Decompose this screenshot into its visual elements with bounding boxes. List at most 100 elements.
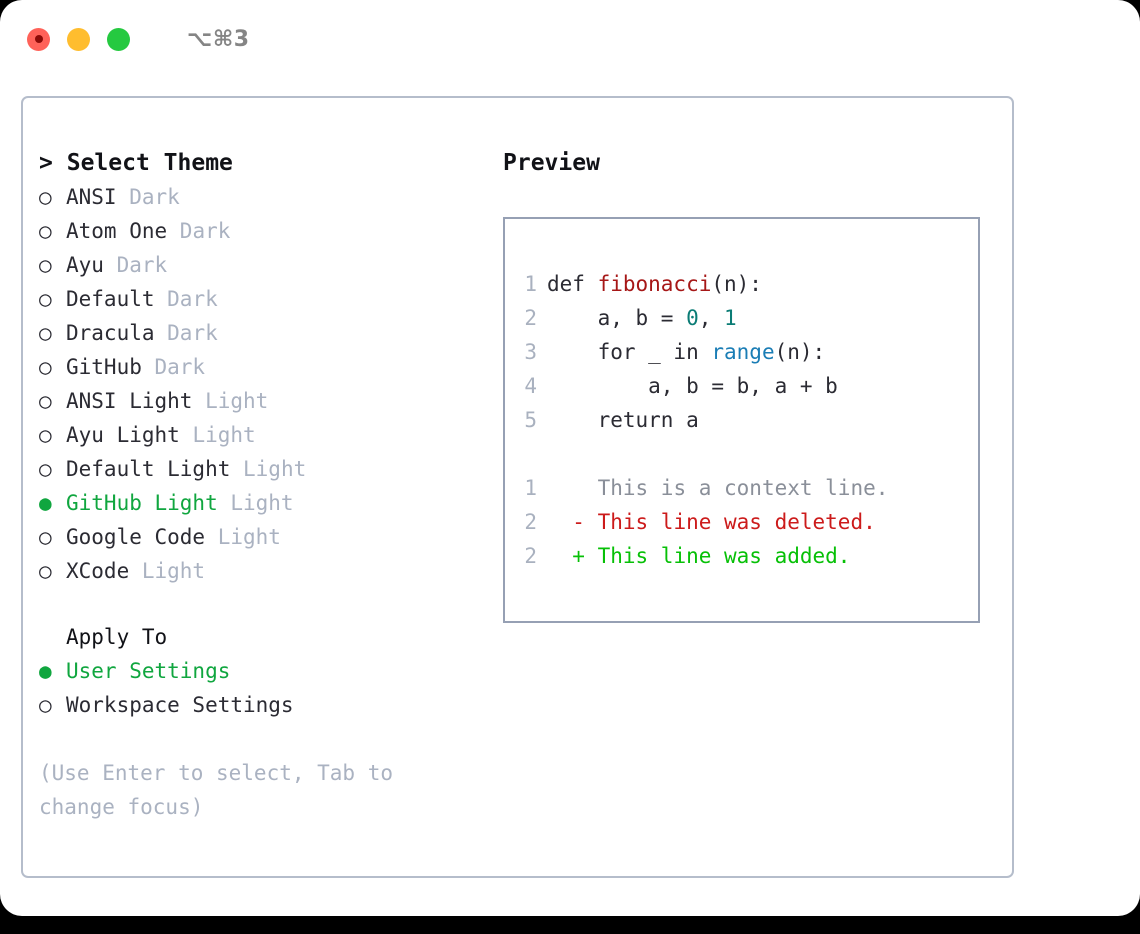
code-line: 3 for _ in range(n): — [505, 335, 978, 369]
diff-line-text: This is a context line. — [584, 476, 889, 500]
line-number: 2 — [524, 306, 537, 330]
theme-option-category: Dark — [116, 185, 180, 209]
radio-unselected-icon: ○ — [39, 185, 52, 209]
code-token: for _ in — [547, 340, 712, 364]
theme-option-ayu[interactable]: ○Ayu Dark — [39, 248, 503, 282]
code-line: 2 a, b = 0, 1 — [505, 301, 978, 335]
radio-unselected-icon: ○ — [39, 321, 52, 345]
select-theme-title: Select Theme — [66, 150, 233, 176]
radio-unselected-icon: ○ — [39, 355, 52, 379]
line-number: 5 — [524, 408, 537, 432]
radio-unselected-icon: ○ — [39, 525, 52, 549]
theme-option-atom-one[interactable]: ○Atom One Dark — [39, 214, 503, 248]
theme-option-label: ANSI Light — [66, 389, 193, 413]
traffic-lights — [27, 27, 130, 51]
code-token: , — [698, 306, 725, 330]
theme-option-ansi[interactable]: ○ ANSI Dark — [39, 180, 503, 214]
line-number: 2 — [524, 544, 537, 568]
code-line: 5 return a — [505, 403, 978, 437]
theme-option-label: Atom One — [66, 219, 168, 243]
diff-line-del: 2 - This line was deleted. — [505, 505, 978, 539]
theme-option-default-light[interactable]: ○ Default Light Light — [39, 452, 503, 486]
diff-line-text: This line was added. — [584, 544, 851, 568]
theme-option-google-code[interactable]: ○Google Code Light — [39, 520, 503, 554]
diff-marker: - — [547, 510, 585, 534]
radio-unselected-icon: ○ — [39, 219, 52, 243]
code-token: fibonacci — [597, 272, 712, 296]
radio-unselected-icon: ○ — [39, 693, 52, 717]
theme-option-category: Light — [217, 491, 294, 515]
theme-option-label: GitHub Light — [66, 491, 218, 515]
caret-icon: > — [39, 150, 53, 176]
apply-to-option-label: User Settings — [66, 659, 231, 683]
code-token: (n): — [711, 272, 762, 296]
line-number: 3 — [524, 340, 537, 364]
help-text: (Use Enter to select, Tab to change focu… — [39, 761, 394, 819]
code-line-content: def fibonacci(n): — [547, 267, 762, 301]
maximize-window-button[interactable] — [107, 27, 130, 51]
radio-unselected-icon: ○ — [39, 389, 52, 413]
spacer — [505, 437, 978, 471]
preview-heading: Preview — [503, 150, 600, 176]
theme-option-ayu-light[interactable]: ○ Ayu Light Light — [39, 418, 503, 452]
radio-unselected-icon: ○ — [39, 423, 52, 447]
line-number: 4 — [524, 374, 537, 398]
code-line-content: a, b = b, a + b — [547, 369, 838, 403]
theme-option-label: Default — [66, 287, 155, 311]
theme-list: ○ANSI Dark○Atom One Dark○Ayu Dark○Defaul… — [39, 180, 503, 588]
theme-option-category: Light — [179, 423, 256, 447]
close-window-button[interactable] — [27, 27, 50, 51]
theme-option-category: Dark — [103, 253, 168, 277]
code-line-content: return a — [547, 403, 699, 437]
minimize-window-button[interactable] — [67, 27, 90, 51]
code-line: 4 a, b = b, a + b — [505, 369, 978, 403]
radio-unselected-icon: ○ — [39, 457, 52, 481]
keyboard-shortcut-label: ⌥⌘3 — [187, 26, 250, 52]
code-token: return a — [547, 408, 699, 432]
theme-option-default[interactable]: ○ Default Dark — [39, 282, 503, 316]
radio-selected-icon: ● — [39, 659, 52, 683]
code-token: a, b = b, a + b — [547, 374, 838, 398]
theme-option-dracula[interactable]: ○Dracula Dark — [39, 316, 503, 350]
apply-to-list: ● User Settings ○ Workspace Settings — [39, 654, 503, 722]
theme-option-github[interactable]: ○GitHub Dark — [39, 350, 503, 384]
radio-unselected-icon: ○ — [39, 287, 52, 311]
code-token: 0 — [686, 306, 699, 330]
code-token: (n): — [774, 340, 826, 364]
dialog-panel: > Select Theme ○ANSI Dark○Atom One Dark○… — [21, 96, 1014, 878]
code-token: def — [547, 272, 598, 296]
line-number: 2 — [524, 510, 537, 534]
theme-option-label: XCode — [66, 559, 130, 583]
apply-to-option-user-settings[interactable]: ● User Settings — [39, 654, 503, 688]
diff-marker — [547, 471, 585, 505]
code-token: 1 — [724, 306, 737, 330]
theme-option-label: Default Light — [66, 457, 231, 481]
theme-option-category: Dark — [154, 287, 218, 311]
code-line-content: for _ in range(n): — [547, 335, 826, 369]
theme-option-ansi-light[interactable]: ○ANSI Light Light — [39, 384, 503, 418]
theme-option-category: Light — [205, 525, 281, 549]
theme-option-category: Light — [230, 457, 307, 481]
theme-option-github-light[interactable]: ● GitHub Light Light — [39, 486, 503, 520]
theme-option-xcode[interactable]: ○ XCode Light — [39, 554, 503, 588]
theme-option-label: ANSI — [66, 185, 117, 209]
apply-to-option-workspace-settings[interactable]: ○ Workspace Settings — [39, 688, 503, 722]
close-icon — [34, 35, 43, 43]
theme-option-label: Ayu Light — [66, 423, 180, 447]
theme-option-category: Light — [129, 559, 206, 583]
radio-selected-icon: ● — [39, 491, 52, 515]
title-bar: ⌥⌘3 — [0, 0, 1140, 78]
radio-unselected-icon: ○ — [39, 559, 52, 583]
diff-line-ctx: 1 This is a context line. — [505, 471, 978, 505]
theme-option-label: GitHub — [66, 355, 142, 379]
select-theme-heading: > Select Theme — [39, 146, 503, 180]
radio-unselected-icon: ○ — [39, 253, 52, 277]
diff-line-add: 2 + This line was added. — [505, 539, 978, 573]
code-token: a, b = — [547, 306, 687, 330]
apply-to-option-label: Workspace Settings — [66, 693, 294, 717]
